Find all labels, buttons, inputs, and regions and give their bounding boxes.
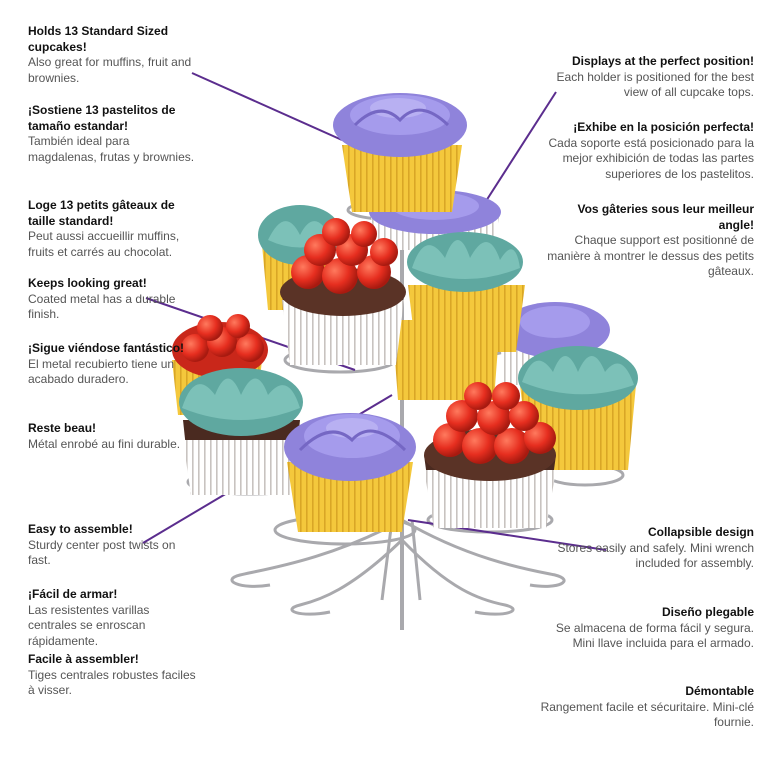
feature-description: Sturdy center post twists on fast. <box>28 537 176 568</box>
feature-finish-fr: Reste beau! Métal enrobé au fini durable… <box>28 421 200 452</box>
feature-capacity-fr: Loge 13 petits gâteaux de taille standar… <box>28 198 200 260</box>
feature-title: Easy to assemble! <box>28 522 133 536</box>
cupcake-purple-front <box>284 413 416 532</box>
feature-title: Holds 13 Standard Sized cupcakes! <box>28 24 169 54</box>
feature-description: Also great for muffins, fruit and browni… <box>28 55 192 85</box>
feature-description: Coated metal has a durable finish. <box>28 291 176 322</box>
feature-description: Tiges centrales robustes faciles à visse… <box>28 667 196 698</box>
feature-title: Vos gâteries sous leur meilleur angle! <box>577 202 754 232</box>
cupcake-red-front <box>424 382 556 528</box>
feature-title: Reste beau! <box>28 421 97 435</box>
feature-title: Keeps looking great! <box>28 276 147 290</box>
feature-title: ¡Fácil de armar! <box>28 587 118 601</box>
feature-finish-en: Keeps looking great! Coated metal has a … <box>28 276 200 323</box>
feature-collapsible-fr: Démontable Rangement facile et sécuritai… <box>539 684 754 731</box>
feature-description: Stores easily and safely. Mini wrench in… <box>557 540 754 571</box>
red-frosting-drops-left <box>181 314 264 362</box>
feature-description: Chaque support est positionné de manière… <box>547 233 754 278</box>
feature-description: Peut aussi accueillir muffins, fruits et… <box>28 229 180 259</box>
feature-finish-es: ¡Sigue viéndose fantástico! El metal rec… <box>28 341 200 388</box>
feature-display-fr: Vos gâteries sous leur meilleur angle! C… <box>539 202 754 280</box>
feature-description: Cada soporte está posicionado para la me… <box>548 135 754 181</box>
feature-capacity-en: Holds 13 Standard Sized cupcakes! Also g… <box>28 24 200 86</box>
feature-collapsible-en: Collapsible design Stores easily and saf… <box>539 525 754 572</box>
feature-title: ¡Sigue viéndose fantástico! <box>28 341 185 355</box>
feature-title: Displays at the perfect position! <box>571 54 754 68</box>
feature-description: Las resistentes varillas centrales se en… <box>28 602 150 648</box>
feature-title: Collapsible design <box>647 525 754 539</box>
feature-assembly-es: ¡Fácil de armar! Las resistentes varilla… <box>28 587 200 649</box>
feature-description: Métal enrobé au fini durable. <box>28 436 181 451</box>
feature-assembly-fr: Facile à assembler! Tiges centrales robu… <box>28 652 200 699</box>
feature-description: También ideal para magdalenas, frutas y … <box>28 134 195 164</box>
feature-title: ¡Exhibe en la posición perfecta! <box>573 120 754 134</box>
cupcake-teal-front-left <box>179 368 303 495</box>
feature-description: Se almacena de forma fácil y segura. Min… <box>555 620 754 651</box>
cupcake-top-purple <box>333 93 467 212</box>
feature-description: El metal recubierto tiene un acabado dur… <box>28 356 175 387</box>
feature-display-es: ¡Exhibe en la posición perfecta! Cada so… <box>539 120 754 182</box>
feature-assembly-en: Easy to assemble! Sturdy center post twi… <box>28 522 200 569</box>
feature-collapsible-es: Diseño plegable Se almacena de forma fác… <box>539 605 754 652</box>
cupcake-teal-upper <box>407 232 525 352</box>
feature-display-en: Displays at the perfect position! Each h… <box>539 54 754 101</box>
feature-title: Diseño plegable <box>661 605 754 619</box>
feature-description: Each holder is positioned for the best v… <box>556 69 754 100</box>
feature-title: Démontable <box>685 684 754 698</box>
feature-title: Loge 13 petits gâteaux de taille standar… <box>28 198 175 228</box>
red-frosting-drops-upper <box>291 218 398 294</box>
feature-description: Rangement facile et sécuritaire. Mini-cl… <box>540 699 754 730</box>
feature-title: ¡Sostiene 13 pastelitos de tamaño estand… <box>28 103 176 133</box>
feature-title: Facile à assembler! <box>28 652 139 666</box>
feature-capacity-es: ¡Sostiene 13 pastelitos de tamaño estand… <box>28 103 200 165</box>
